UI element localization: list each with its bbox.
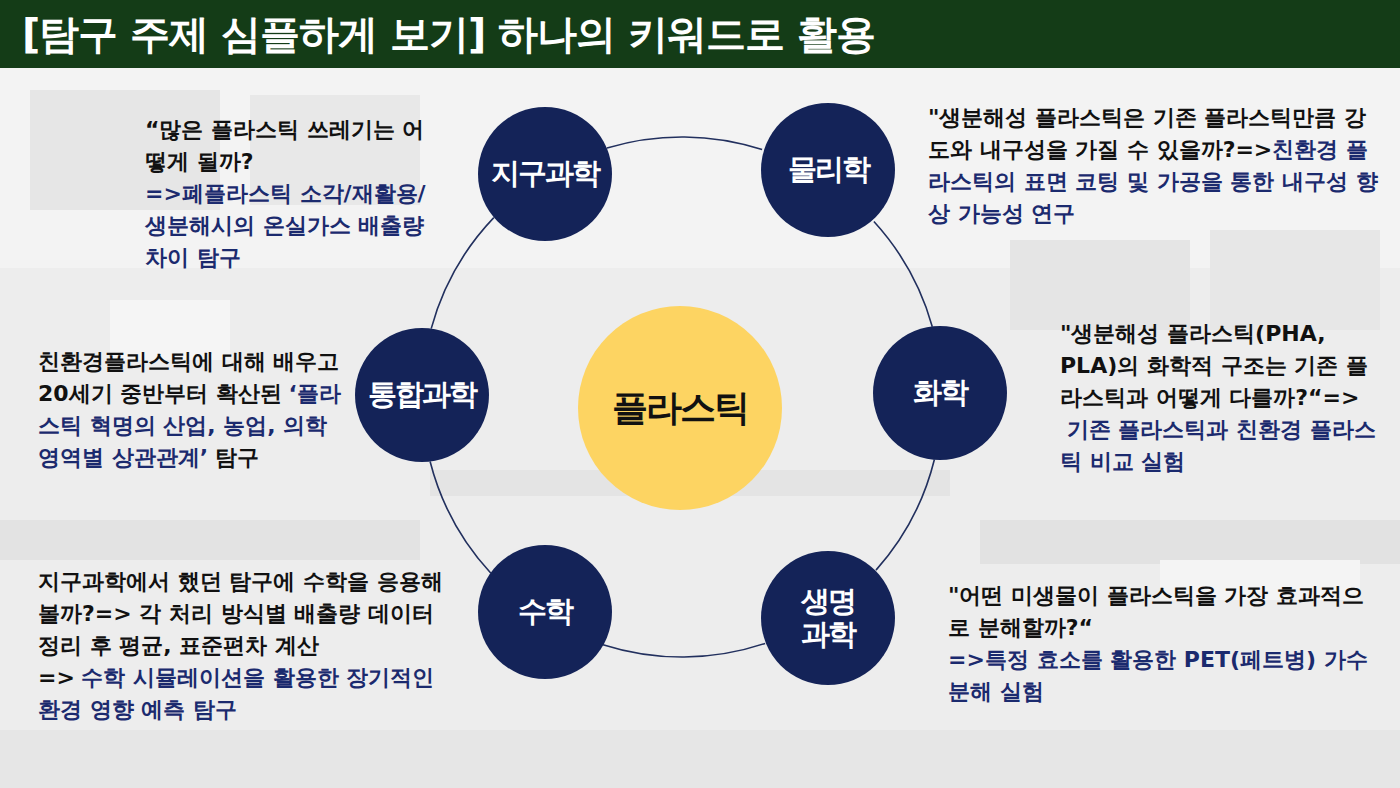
topic-callout: "생분해성 플라스틱은 기존 플라스틱만큼 강도와 내구성을 가질 수 있을까?…	[928, 102, 1378, 230]
subject-circle: 지구과학	[478, 107, 612, 241]
keyword-circle: 플라스틱	[578, 306, 782, 510]
node-label: 수학	[518, 595, 572, 628]
topic-callout: 지구과학에서 했던 탐구에 수학을 응용해볼까?=> 각 처리 방식별 배출량 …	[38, 566, 463, 725]
topic-answer: =>특정 효소를 활용한 PET(페트병) 가수분해 실험	[948, 644, 1368, 708]
topic-callout: “많은 플라스틱 쓰레기는 어떻게 될까?=>폐플라스틱 소각/재활용/생분해시…	[145, 114, 435, 273]
topic-question: 지구과학에서 했던 탐구에 수학을 응용해볼까?=> 각 처리 방식별 배출량 …	[38, 566, 463, 662]
topic-answer: =>폐플라스틱 소각/재활용/생분해시의 온실가스 배출량 차이 탐구	[145, 178, 435, 274]
topic-answer: 기존 플라스틱과 친환경 플라스틱 비교 실험	[1060, 417, 1376, 474]
ring-connector	[876, 460, 934, 571]
topic-callout: 친환경플라스틱에 대해 배우고 20세기 중반부터 확산된‘플라스틱 혁명의 산…	[38, 346, 348, 474]
node-label: 통합과학	[368, 378, 476, 411]
subject-circle: 화학	[873, 326, 1007, 460]
subject-circle: 생명 과학	[761, 551, 895, 685]
title-bar: [탐구 주제 심플하게 보기] 하나의 키워드로 활용	[0, 0, 1400, 68]
subject-circle: 물리학	[761, 103, 895, 237]
node-label: 물리학	[788, 153, 869, 186]
topic-question: "생분해성 플라스틱(PHA, PLA)의 화학적 구조는 기존 플라스틱과 어…	[1060, 321, 1368, 410]
ring-connector	[874, 222, 932, 327]
ring-connector	[430, 462, 491, 574]
node-label: 화학	[913, 376, 967, 409]
slide-title: [탐구 주제 심플하게 보기] 하나의 키워드로 활용	[0, 0, 1400, 68]
subject-circle: 통합과학	[355, 328, 489, 462]
topic-question: "어떤 미생물이 플라스틱을 가장 효과적으로 분해할까?“	[948, 580, 1368, 644]
topic-answer: 수학 시뮬레이션을 활용한 장기적인 환경 영향 예측 탐구	[38, 665, 434, 722]
ring-connector	[431, 218, 494, 329]
node-label: 플라스틱	[612, 387, 748, 428]
topic-question: 탐구	[215, 445, 259, 470]
ring-connector	[603, 643, 765, 657]
topic-callout: "어떤 미생물이 플라스틱을 가장 효과적으로 분해할까?“=>특정 효소를 활…	[948, 580, 1368, 708]
topic-question: “많은 플라스틱 쓰레기는 어떻게 될까?	[145, 114, 435, 178]
node-label: 지구과학	[491, 157, 599, 190]
node-label: 생명 과학	[788, 585, 868, 652]
topic-callout: "생분해성 플라스틱(PHA, PLA)의 화학적 구조는 기존 플라스틱과 어…	[1060, 318, 1380, 477]
subject-circle: 수학	[478, 545, 612, 679]
ring-connector	[607, 137, 762, 150]
topic-question: =>	[38, 665, 75, 690]
